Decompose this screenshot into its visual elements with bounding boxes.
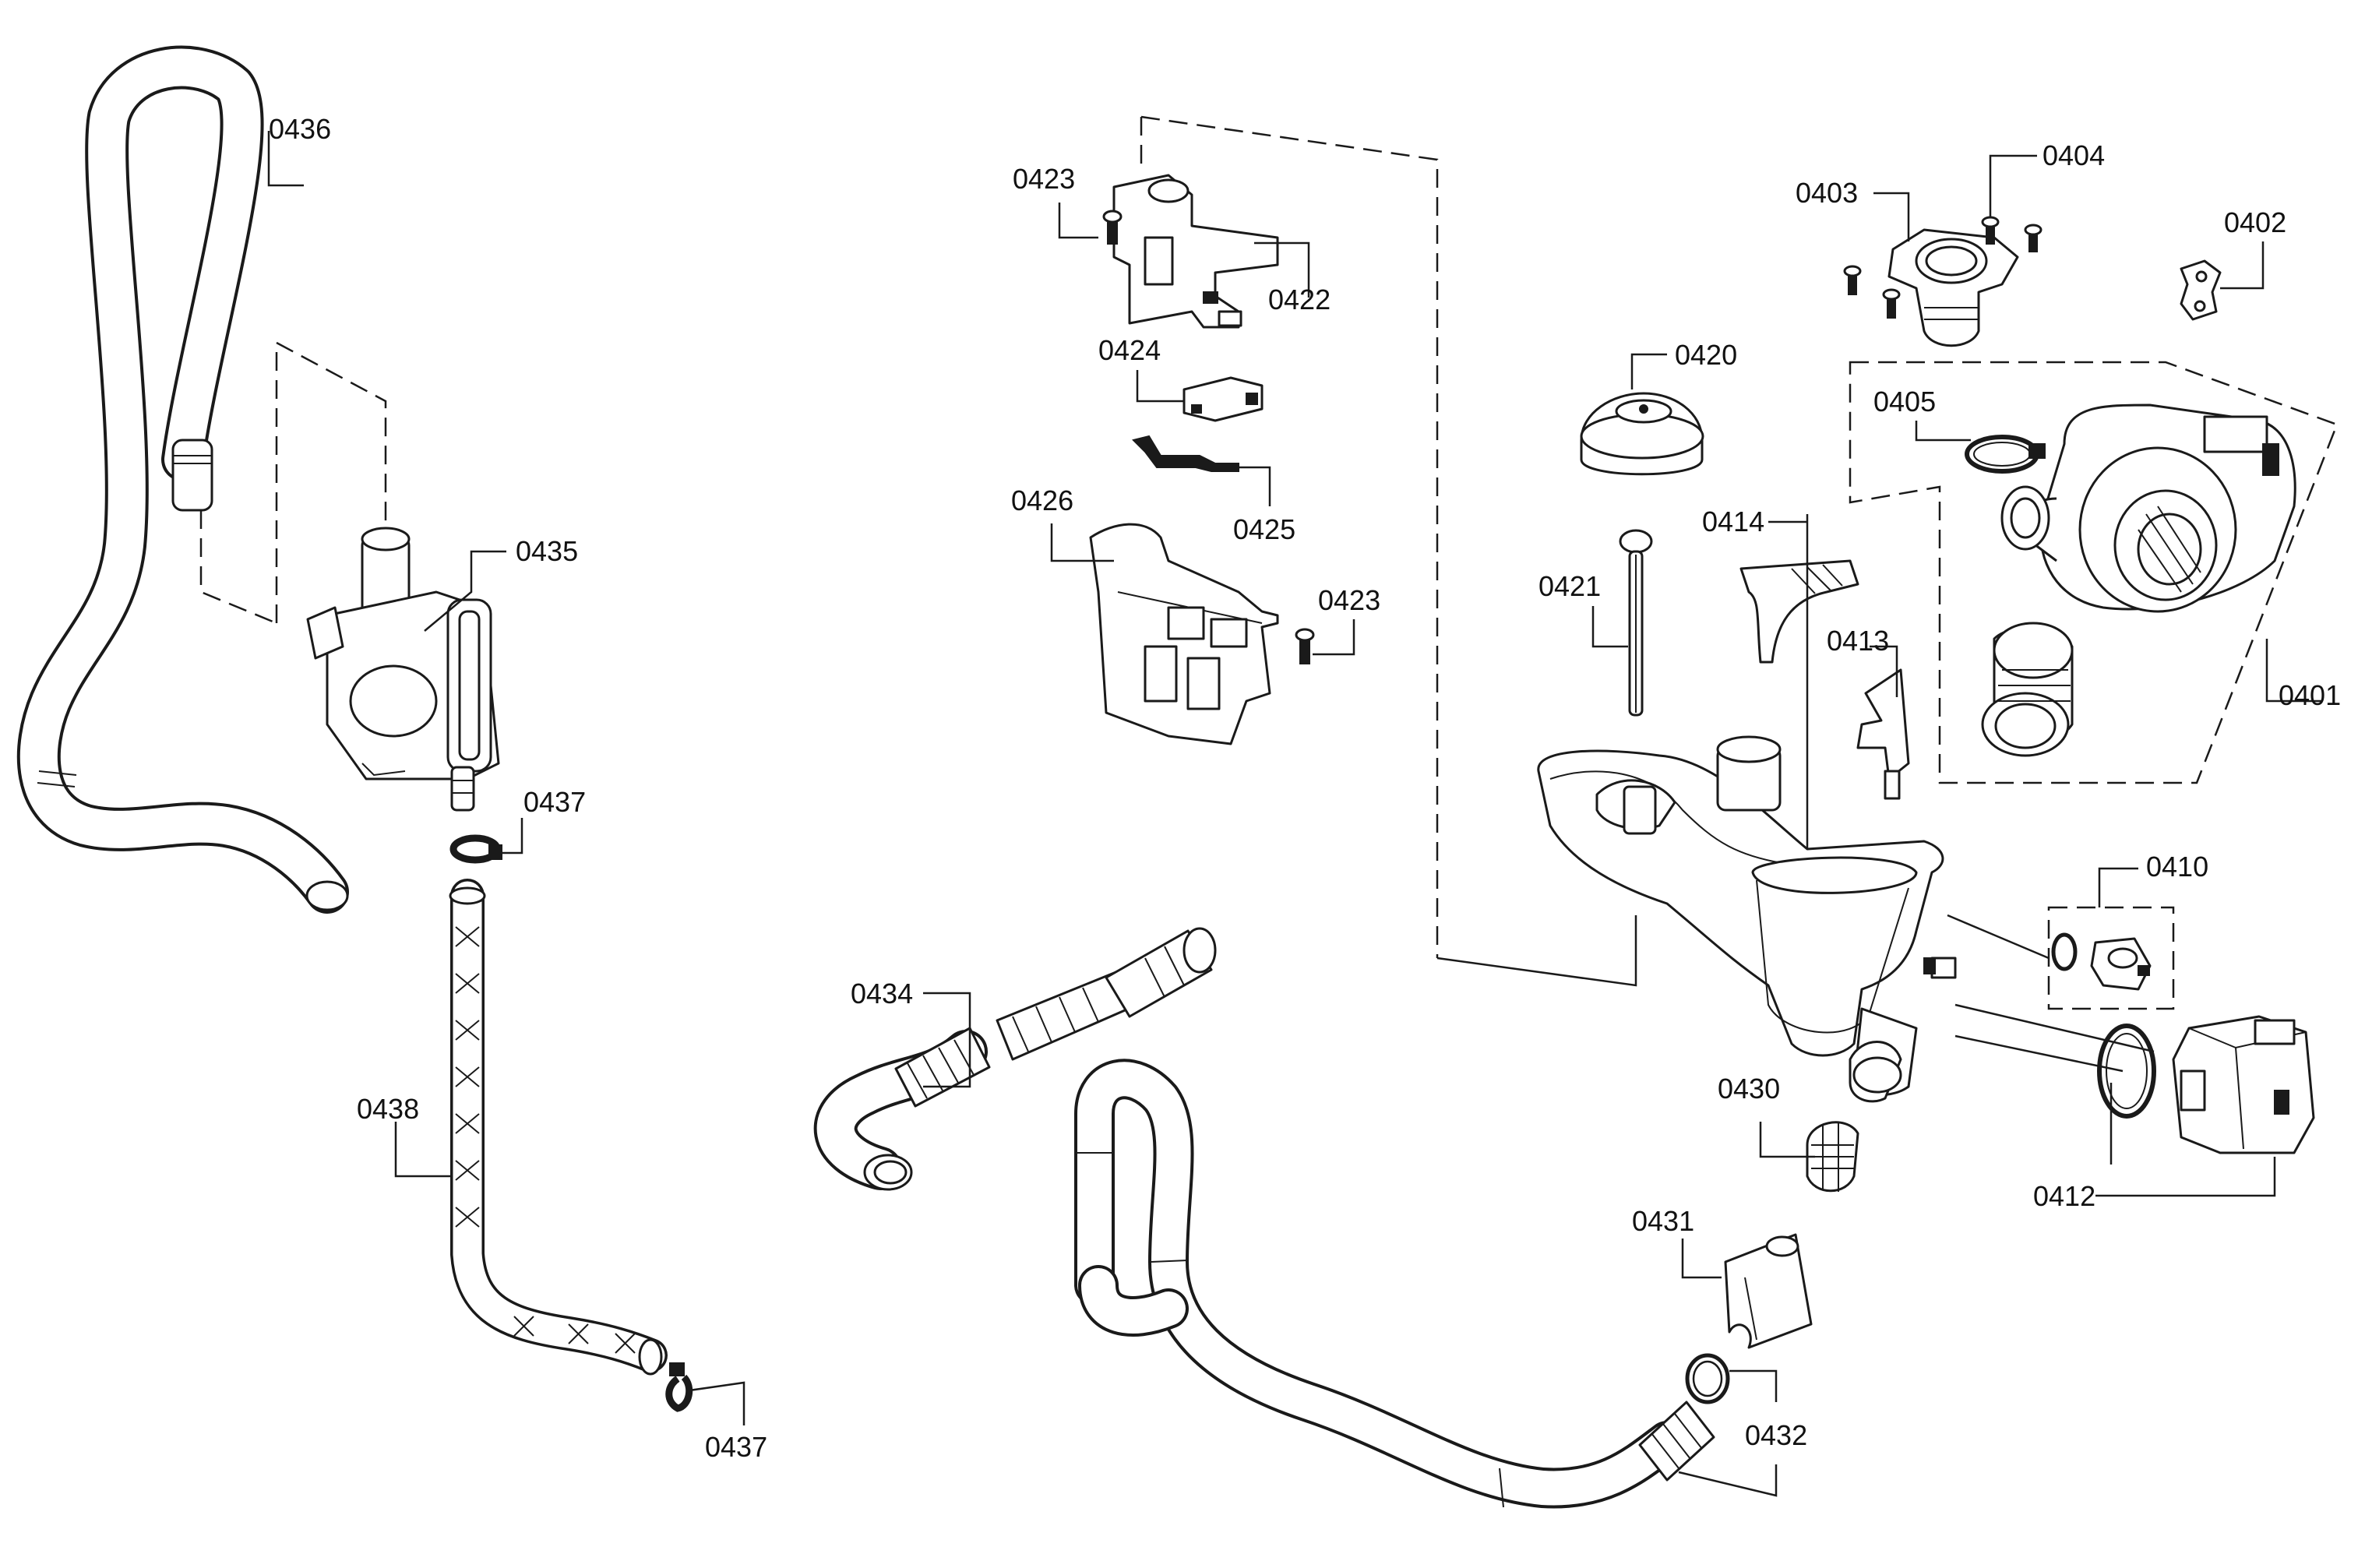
label-0401: 0401 (2279, 679, 2341, 711)
screws-0404 (1843, 216, 2042, 319)
label-0414: 0414 (1702, 506, 1764, 537)
lever-0425 (1132, 435, 1239, 472)
flange-0403 (1887, 228, 2019, 347)
o-ring-0412 (2097, 1024, 2156, 1119)
label-0438: 0438 (357, 1093, 419, 1125)
label-0405: 0405 (1873, 386, 1936, 418)
label-0413: 0413 (1827, 625, 1889, 657)
label-0422: 0422 (1268, 284, 1331, 315)
label-0423-lower: 0423 (1318, 584, 1380, 616)
clamp-0405 (1965, 435, 2046, 474)
label-0431: 0431 (1632, 1205, 1694, 1237)
bracket-0422 (1112, 174, 1279, 329)
sump-body (1537, 735, 1957, 1103)
label-0434: 0434 (851, 978, 913, 1010)
label-0432: 0432 (1745, 1419, 1807, 1451)
o-ring-0432 (1685, 1353, 1730, 1404)
label-0436: 0436 (269, 113, 331, 145)
bracket-0402 (2180, 259, 2222, 321)
label-0423-upper: 0423 (1013, 163, 1075, 195)
label-0425: 0425 (1233, 513, 1295, 545)
valve-0435 (306, 527, 500, 812)
label-0437-lower: 0437 (705, 1431, 767, 1463)
label-0435: 0435 (516, 535, 578, 567)
label-0420: 0420 (1675, 339, 1737, 371)
label-0424: 0424 (1098, 334, 1161, 366)
guide-0414 (1739, 559, 1859, 664)
pump-0412 (2172, 1015, 2315, 1154)
screw-0423-upper (1102, 210, 1123, 245)
label-0412: 0412 (2033, 1180, 2095, 1212)
label-0426: 0426 (1011, 484, 1073, 516)
filter-0430 (1806, 1121, 1859, 1193)
label-0430: 0430 (1718, 1073, 1780, 1105)
drain-hose-assembly (1074, 1059, 1715, 1509)
label-0403: 0403 (1796, 177, 1858, 209)
cap-0420 (1580, 392, 1704, 476)
hose-0438 (449, 879, 668, 1376)
clamp-0437-upper (449, 834, 502, 864)
switch-0424 (1182, 376, 1264, 422)
housing-0426 (1089, 523, 1279, 745)
float-0413 (1856, 668, 1910, 800)
label-0437-upper: 0437 (523, 786, 586, 818)
label-0404: 0404 (2042, 139, 2105, 171)
drain-hose-0436 (16, 45, 349, 914)
hose-0434 (813, 927, 1217, 1191)
label-0402: 0402 (2224, 206, 2286, 238)
pin-0421 (1619, 529, 1653, 717)
clip-0431 (1724, 1233, 1813, 1349)
valve-insert-0410 (2090, 937, 2152, 991)
o-ring-0410 (2051, 932, 2078, 971)
clamp-0437-lower (665, 1362, 693, 1412)
label-0410: 0410 (2146, 851, 2208, 883)
screw-0423-lower (1295, 628, 1315, 664)
heat-pump-0401 (1981, 403, 2296, 757)
label-0421: 0421 (1538, 570, 1601, 602)
